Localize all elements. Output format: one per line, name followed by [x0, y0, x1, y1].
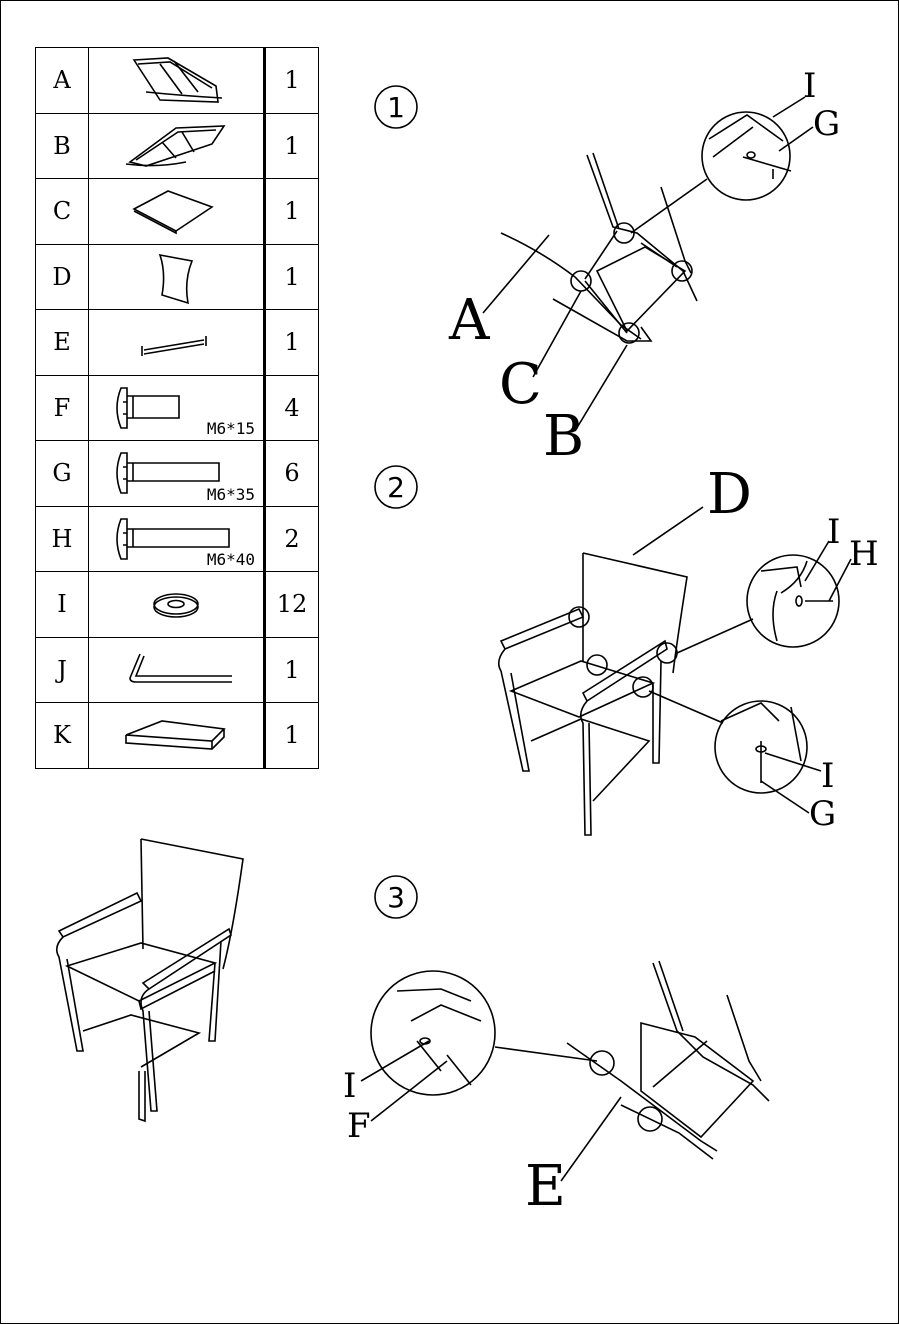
step-1-illustration	[375, 86, 813, 431]
callout-label-g: G	[813, 104, 840, 144]
callout-label-i: I	[821, 756, 834, 796]
callout-label-c: C	[499, 352, 542, 417]
assembled-chair-illustration	[57, 839, 243, 1121]
step-1-number: 1	[387, 91, 405, 124]
step-3-number: 3	[387, 881, 405, 914]
callout-label-d: D	[707, 462, 752, 527]
step-3-illustration	[361, 876, 769, 1181]
callout-label-g: G	[809, 794, 836, 834]
callout-label-f: F	[347, 1106, 371, 1146]
callout-label-i: I	[803, 66, 816, 106]
step-2-number: 2	[387, 471, 405, 504]
callout-label-e: E	[525, 1154, 566, 1219]
callout-label-i: I	[827, 512, 840, 552]
callout-label-h: H	[849, 534, 879, 574]
step-2-illustration	[375, 466, 851, 835]
callout-label-b: B	[543, 404, 584, 469]
callout-label-i: I	[343, 1066, 356, 1106]
callout-label-a: A	[448, 288, 490, 353]
